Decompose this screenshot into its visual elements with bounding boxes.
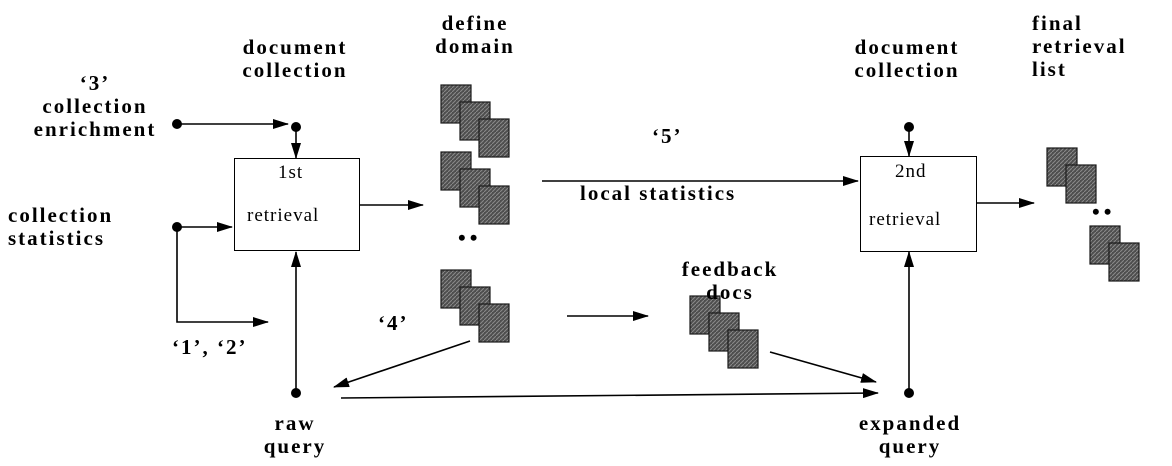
runs-1-2-label: ‘1’, ‘2’ — [172, 335, 248, 359]
dot-expanded-query — [904, 388, 914, 398]
dot-raw-query — [291, 388, 301, 398]
second-retrieval-line2: retrieval — [869, 209, 942, 230]
first-retrieval-line2: retrieval — [247, 205, 320, 226]
first-retrieval-line1: 1st — [278, 162, 304, 183]
second-retrieval-line1: 2nd — [895, 161, 927, 182]
second-retrieval-box: 2nd retrieval — [860, 156, 977, 252]
final-list-ellipsis: •• — [1092, 199, 1116, 224]
dot-doc-collection-2 — [904, 122, 914, 132]
arrow-4-to-raw-query — [333, 340, 471, 388]
dot-enrichment — [172, 119, 182, 129]
feedback-stack-page-3 — [727, 329, 759, 369]
dot-statistics — [172, 222, 182, 232]
arrow-raw-to-expanded — [340, 388, 879, 399]
domain-stack-1-page-3 — [478, 118, 510, 158]
final-stack-2-page-2 — [1108, 242, 1140, 282]
arrow-statistics-down — [176, 227, 269, 327]
first-retrieval-box: 1st retrieval — [234, 158, 360, 251]
domain-ellipsis: •• — [458, 225, 482, 250]
arrow-feedback-to-expanded — [769, 351, 877, 383]
domain-stack-2-page-3 — [478, 185, 510, 225]
final-stack-1-page-2 — [1065, 164, 1097, 204]
dot-doc-collection — [291, 122, 301, 132]
domain-stack-3-page-3 — [478, 303, 510, 343]
document-stacks — [440, 84, 1140, 369]
local-statistics-label: local statistics — [580, 181, 737, 205]
run-5-label: ‘5’ — [652, 124, 683, 148]
run-4-label: ‘4’ — [378, 311, 409, 335]
